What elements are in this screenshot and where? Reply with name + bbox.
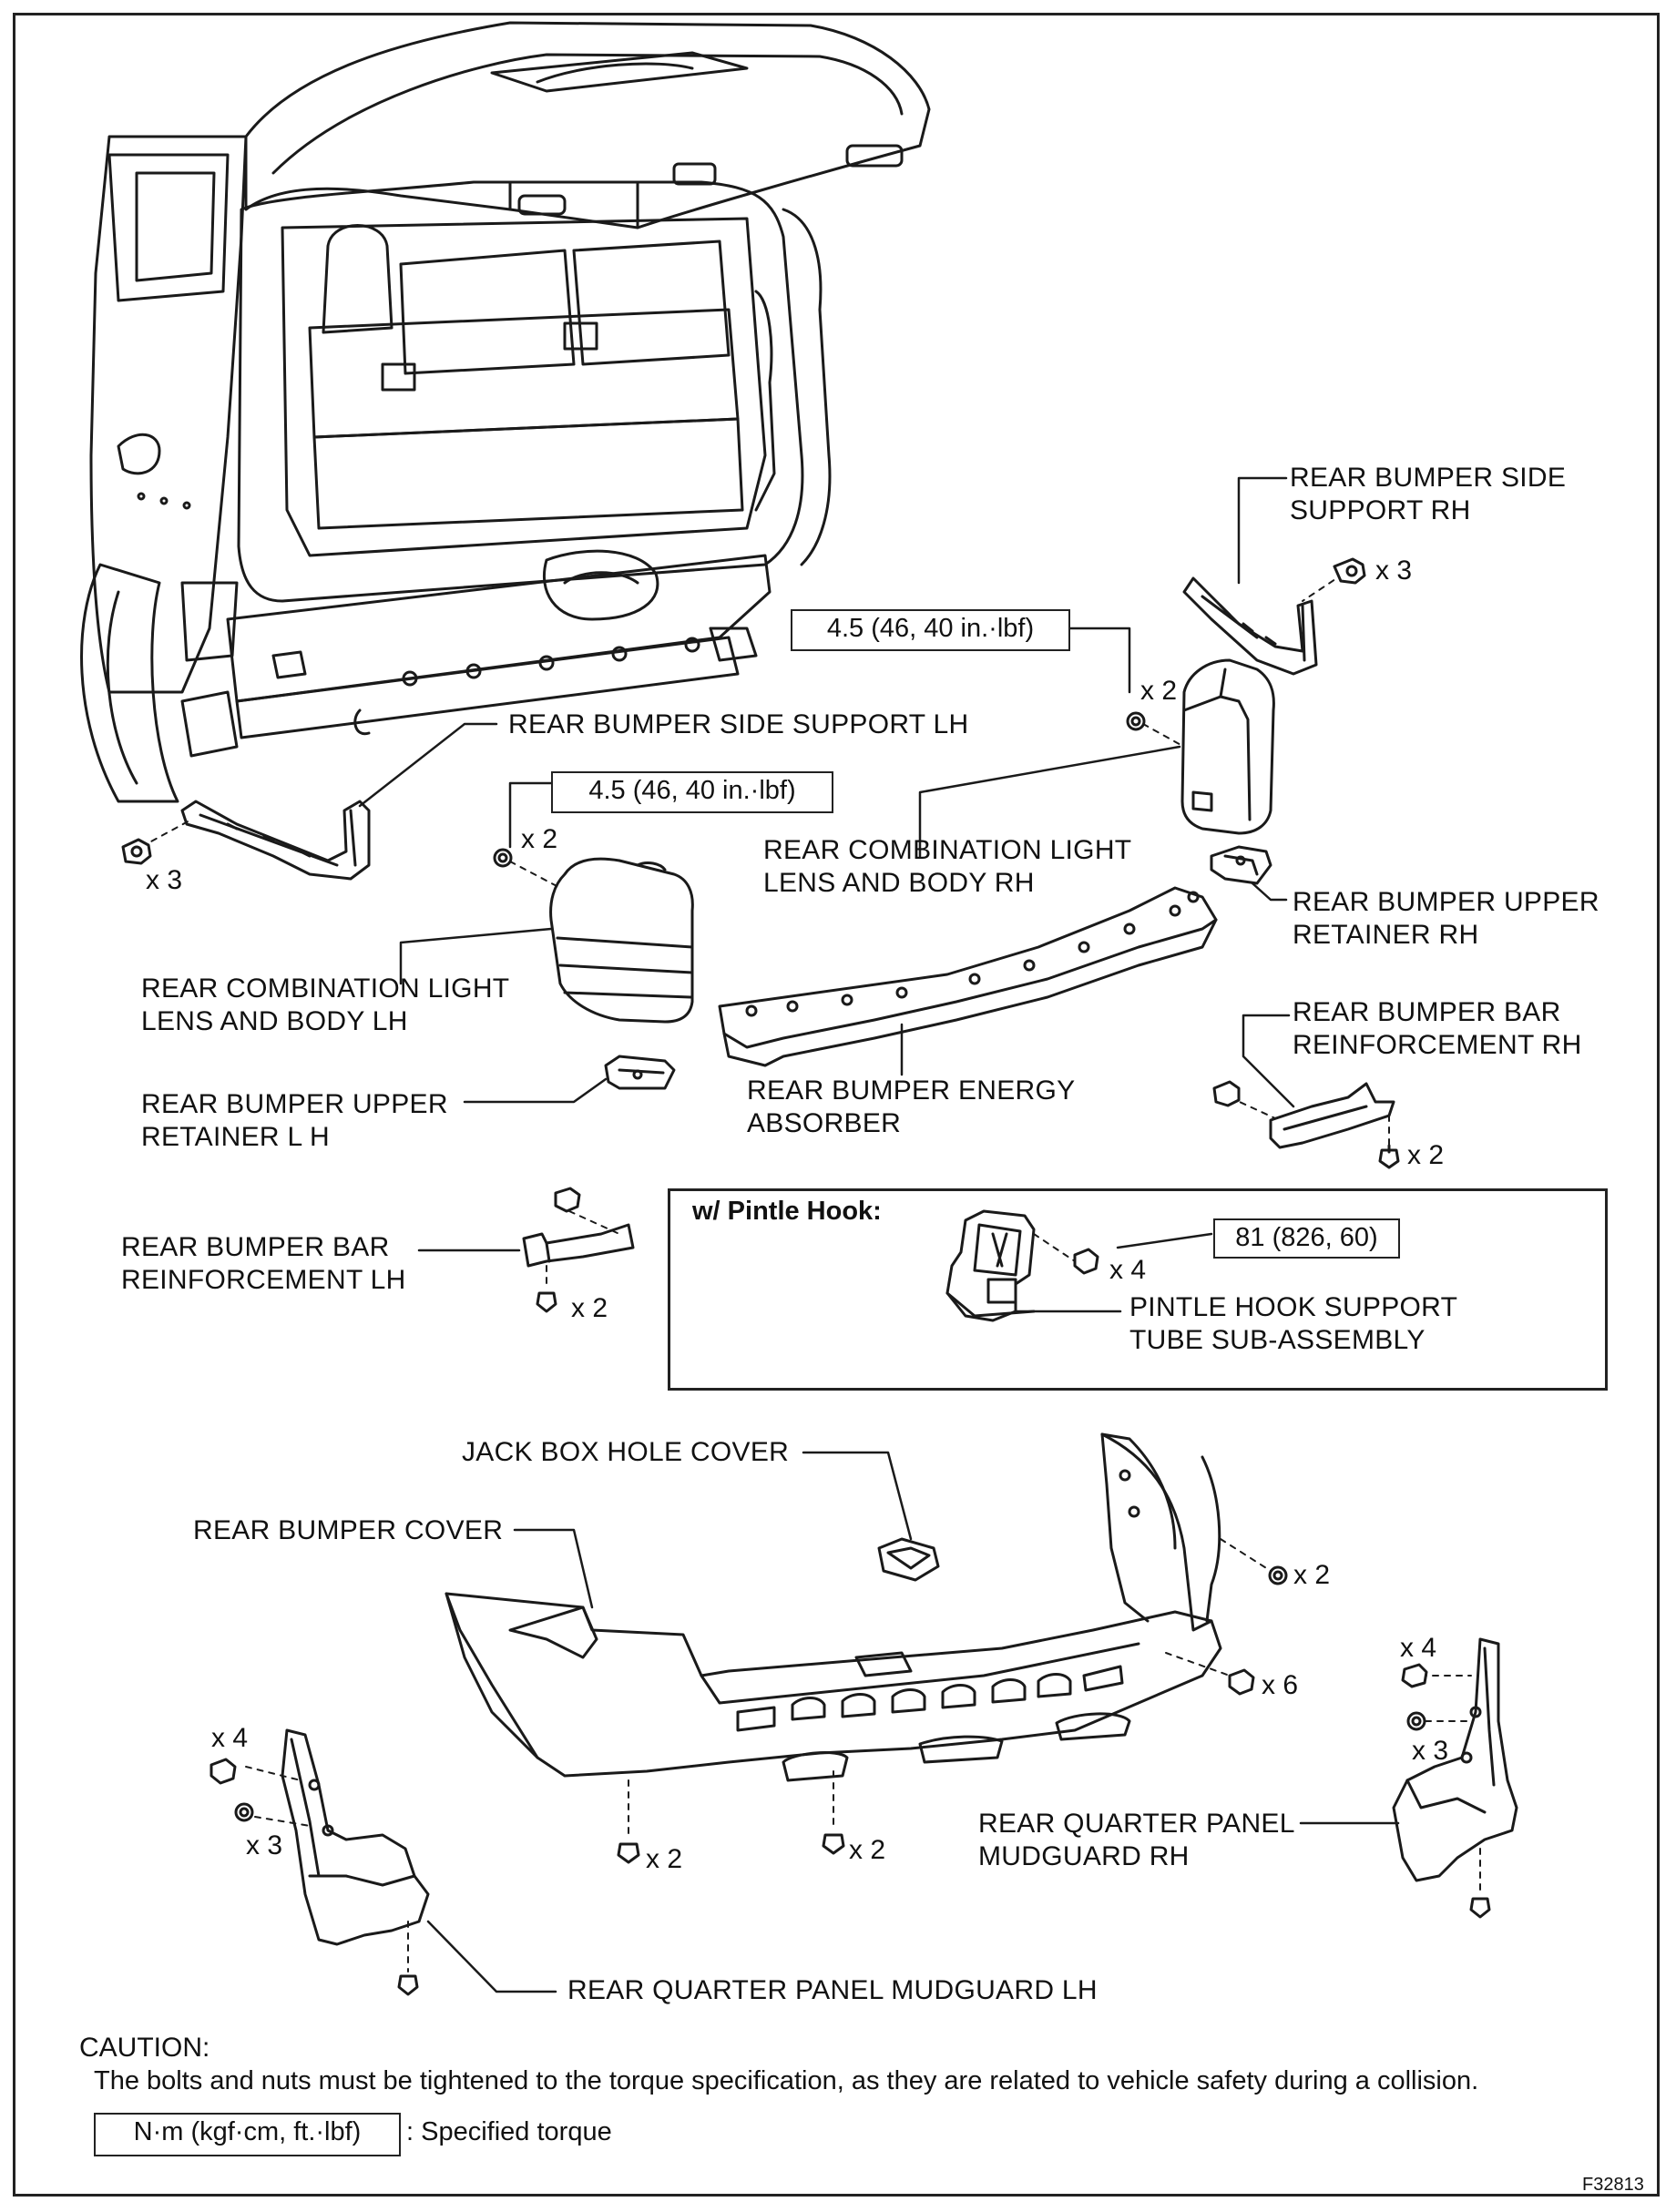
label-upper-retainer-rh: REAR BUMPER UPPER RETAINER RH: [1293, 887, 1599, 950]
bolt-pintle: [1073, 1248, 1099, 1275]
pintle-hook-support-tube-part: [945, 1209, 1076, 1322]
qty-mud-lh-lower: x 3: [246, 1830, 283, 1860]
label-side-support-rh: REAR BUMPER SIDE SUPPORT RH: [1290, 463, 1567, 525]
bolt-cover-bottom-left: [617, 1842, 640, 1864]
bolt-mud-rh-bottom: [1469, 1897, 1491, 1919]
rear-combination-light-lh-part: [549, 857, 694, 1024]
leader-reinf-rh: [1242, 1014, 1295, 1108]
label-mudguard-rh: REAR QUARTER PANEL MUDGUARD RH: [978, 1809, 1295, 1871]
bolt-side-support-rh: [1333, 557, 1366, 585]
label-bar-reinf-lh: REAR BUMPER BAR REINFORCEMENT LH: [121, 1232, 406, 1295]
label-comb-light-lh: REAR COMBINATION LIGHT LENS AND BODY LH: [141, 973, 510, 1036]
rear-bumper-bar-reinforcement-rh-part: [1229, 1082, 1395, 1149]
bolt-mud-lh-upper: [210, 1758, 237, 1785]
bolt-reinf-rh-a: [1212, 1080, 1241, 1107]
leader-torque-light-lh: [508, 781, 553, 849]
clip-cover-side: [1268, 1565, 1288, 1585]
vehicle-rear-illustration: [80, 21, 931, 803]
label-comb-light-rh: REAR COMBINATION LIGHT LENS AND BODY RH: [763, 835, 1132, 898]
leader-torque-light-rh: [1068, 627, 1131, 694]
pintle-hook-section: [668, 1188, 1608, 1391]
qty-pintle: x 4: [1109, 1255, 1147, 1285]
torque-box-light-rh: 4.5 (46, 40 in.·lbf): [791, 609, 1070, 651]
qty-mud-rh-lower: x 3: [1412, 1736, 1449, 1766]
leader-jack-box: [802, 1451, 913, 1541]
nut-light-lh: [493, 848, 513, 868]
rear-quarter-panel-mudguard-lh-part: [245, 1728, 430, 1972]
leader-side-support-rh: [1237, 476, 1288, 585]
label-side-support-lh: REAR BUMPER SIDE SUPPORT LH: [508, 709, 969, 739]
qty-cover-bottom-left: x 2: [646, 1844, 683, 1874]
qty-cover-side: x 2: [1293, 1560, 1331, 1590]
qty-light-lh: x 2: [521, 824, 558, 854]
rear-bumper-upper-retainer-rh-part: [1210, 845, 1272, 885]
dash-light-lh: [509, 861, 561, 889]
bolt-reinf-lh-a: [554, 1187, 581, 1213]
legend-description: : Specified torque: [406, 2117, 612, 2146]
label-upper-retainer-lh: REAR BUMPER UPPER RETAINER L H: [141, 1089, 448, 1152]
diagram-frame: [13, 13, 1660, 2197]
clip-mud-lh-lower: [234, 1802, 254, 1822]
torque-box-light-lh: 4.5 (46, 40 in.·lbf): [551, 771, 833, 813]
leader-upper-retainer-lh: [463, 1077, 608, 1104]
rear-bumper-energy-absorber-part: [718, 886, 1218, 1067]
torque-box-pintle: 81 (826, 60): [1213, 1218, 1400, 1259]
qty-light-rh: x 2: [1140, 676, 1178, 706]
label-bar-reinf-rh: REAR BUMPER BAR REINFORCEMENT RH: [1293, 997, 1582, 1060]
leader-bumper-cover: [513, 1528, 594, 1609]
rear-quarter-panel-mudguard-rh-part: [1392, 1637, 1518, 1895]
nut-light-rh: [1126, 711, 1146, 731]
qty-side-support-rh: x 3: [1375, 556, 1413, 586]
bolt-cover-lower: [1228, 1668, 1255, 1696]
bolt-reinf-lh-b: [536, 1291, 557, 1313]
figure-id: F32813: [1582, 2175, 1644, 2195]
label-jack-box-cover: JACK BOX HOLE COVER: [462, 1437, 790, 1467]
label-mudguard-lh: REAR QUARTER PANEL MUDGUARD LH: [567, 1975, 1098, 2005]
bolt-side-support-lh: [121, 838, 152, 865]
qty-cover-bottom-right: x 2: [849, 1835, 886, 1865]
caution-text: The bolts and nuts must be tightened to …: [94, 2066, 1479, 2095]
rear-combination-light-rh-part: [1142, 658, 1275, 835]
leader-upper-retainer-rh: [1251, 882, 1288, 902]
qty-reinf-rh: x 2: [1407, 1140, 1445, 1170]
leader-light-rh: [918, 745, 1181, 858]
pintle-section-title: w/ Pintle Hook:: [692, 1197, 882, 1226]
label-bumper-cover: REAR BUMPER COVER: [193, 1515, 504, 1545]
caution-title: CAUTION:: [79, 2033, 210, 2063]
bolt-reinf-rh-b: [1378, 1144, 1400, 1169]
leader-torque-pintle: [1116, 1232, 1213, 1249]
clip-mud-rh-lower: [1406, 1711, 1426, 1731]
rear-bumper-side-support-rh-part: [1182, 573, 1344, 676]
leader-side-support-lh: [358, 722, 498, 808]
rear-bumper-side-support-lh-part: [140, 800, 371, 881]
jack-box-hole-cover-part: [877, 1537, 940, 1582]
leader-mud-lh: [426, 1920, 557, 1993]
qty-cover-lower: x 6: [1262, 1670, 1299, 1700]
qty-mud-rh-upper: x 4: [1400, 1633, 1437, 1663]
bolt-cover-bottom-right: [822, 1833, 845, 1855]
bolt-mud-rh-upper: [1401, 1663, 1428, 1688]
rear-bumper-cover-part: [445, 1432, 1272, 1840]
qty-side-support-lh: x 3: [146, 865, 183, 895]
rear-bumper-bar-reinforcement-lh-part: [522, 1210, 635, 1289]
legend-torque-unit-box: N·m (kgf·cm, ft.·lbf): [94, 2113, 401, 2156]
label-pintle-hook-tube: PINTLE HOOK SUPPORT TUBE SUB-ASSEMBLY: [1129, 1292, 1458, 1355]
qty-reinf-lh: x 2: [571, 1293, 608, 1323]
bolt-mud-lh-bottom: [397, 1974, 419, 1996]
label-energy-absorber: REAR BUMPER ENERGY ABSORBER: [747, 1075, 1076, 1138]
rear-bumper-upper-retainer-lh-part: [604, 1055, 676, 1090]
leader-light-lh: [399, 927, 553, 985]
qty-mud-lh-upper: x 4: [211, 1723, 249, 1753]
